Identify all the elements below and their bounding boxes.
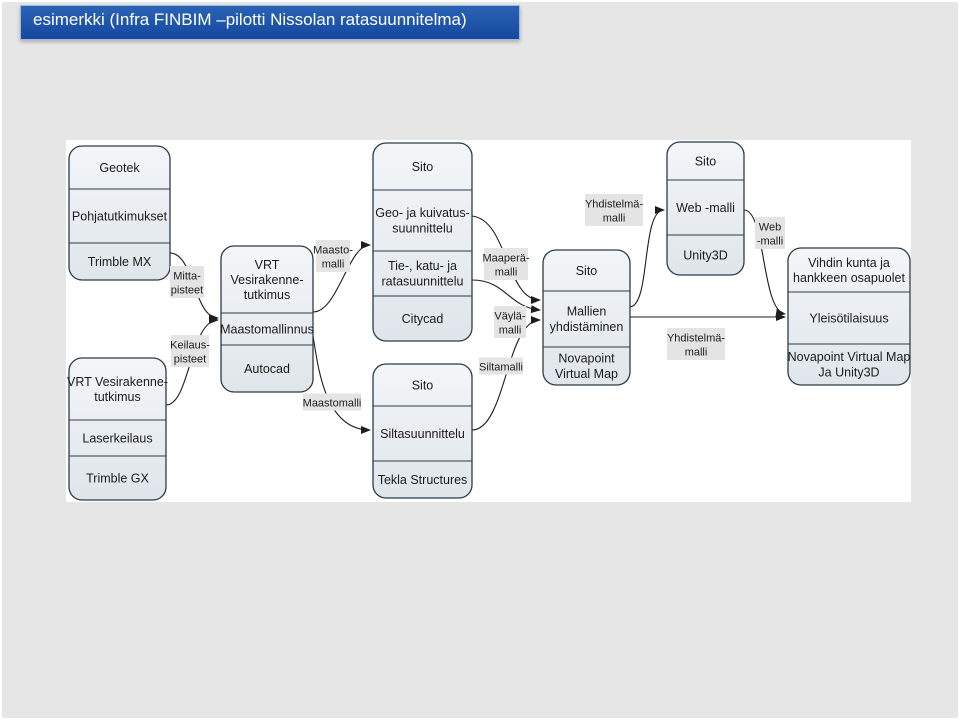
edge-label-mittapisteet: Mitta-pisteet xyxy=(170,266,204,298)
edge-label-bg xyxy=(303,393,361,411)
edge-label-text: Maastomalli xyxy=(303,397,362,409)
node-row: Pohjatutkimukset xyxy=(72,209,168,223)
edge-label-text: Maaperä-malli xyxy=(482,252,529,278)
edge-label-yhdistelmamalli-top: Yhdistelmä-malli xyxy=(585,194,643,226)
edge-label-maaperamalli: Maaperä-malli xyxy=(482,248,530,280)
node-row: Tekla Structures xyxy=(378,473,468,487)
diagram-canvas xyxy=(66,140,911,502)
node-header: Sito xyxy=(576,264,598,278)
node-box xyxy=(372,142,473,342)
slide-title: esimerkki (Infra FINBIM –pilotti Nissola… xyxy=(33,10,467,29)
title-bar: esimerkki (Infra FINBIM –pilotti Nissola… xyxy=(20,5,520,40)
node-box xyxy=(787,247,911,386)
node-row: Web -malli xyxy=(676,201,735,215)
node-box xyxy=(68,357,167,501)
node-row: Trimble GX xyxy=(86,471,149,485)
edge-label-text: Mitta-pisteet xyxy=(171,270,203,296)
edge-label-bg xyxy=(171,335,209,367)
node-header: Sito xyxy=(412,160,434,174)
edge-label-keilauspisteet: Keilaus-pisteet xyxy=(170,335,210,367)
edge-label-bg xyxy=(667,328,725,360)
node-box xyxy=(220,245,314,393)
node-box xyxy=(68,145,171,281)
node-header: Sito xyxy=(695,154,717,168)
edge-label-text: Yhdistelmä-malli xyxy=(667,332,725,358)
edge-sitobottom-to-merge xyxy=(471,316,541,431)
edge-label-bg xyxy=(170,266,204,298)
title-bar-fill xyxy=(21,6,519,39)
node-box xyxy=(666,141,745,276)
node-header: Sito xyxy=(412,378,434,392)
edge-label-text: Web-malli xyxy=(757,221,783,247)
node-row: Geo- ja kuivatus-suunnittelu xyxy=(375,206,469,236)
edge-label-siltamalli: Siltamalli xyxy=(479,357,523,375)
node-row: Unity3D xyxy=(683,248,727,262)
edge-label-webmalli: Web-malli xyxy=(755,217,785,249)
node-vrt-survey: VRT Vesirakenne-tutkimusLaserkeilausTrim… xyxy=(67,357,168,501)
node-header: VRT Vesirakenne-tutkimus xyxy=(67,375,168,404)
edge-label-text: Väylä-malli xyxy=(494,310,526,336)
edge-label-vaylamalli: Väylä-malli xyxy=(494,306,526,338)
edge-label-text: Maasto-malli xyxy=(313,244,353,270)
node-row: Trimble MX xyxy=(88,255,152,269)
edge-sitotop-to-merge-2 xyxy=(471,279,541,314)
edge-label-maastomalli-bottom: Maastomalli xyxy=(303,393,362,411)
edge-label-text: Yhdistelmä-malli xyxy=(585,198,643,224)
edge-vrt-to-sito-top xyxy=(312,241,371,313)
edge-label-text: Keilaus-pisteet xyxy=(170,339,210,365)
edge-label-yhdistelmamalli-mid: Yhdistelmä-malli xyxy=(667,328,725,360)
edge-label-bg xyxy=(494,306,526,338)
edge-label-bg xyxy=(585,194,643,226)
edge-merge-to-web xyxy=(629,206,665,308)
node-box xyxy=(372,363,473,499)
edge-label-bg xyxy=(484,248,528,280)
node-header: Geotek xyxy=(99,161,140,175)
edge-label-text: Siltamalli xyxy=(479,361,523,373)
node-row: Yleisötilaisuus xyxy=(809,311,888,325)
edge-web-to-vihti xyxy=(743,209,786,317)
edge-label-bg xyxy=(755,217,785,249)
node-row: Siltasuunnittelu xyxy=(380,427,465,441)
node-row: Maastomallinnus xyxy=(220,322,314,336)
edge-label-bg xyxy=(316,240,350,272)
edge-label-maastomalli-top: Maasto-malli xyxy=(313,240,353,272)
edge-label-bg xyxy=(479,357,523,375)
node-row: Citycad xyxy=(402,312,444,326)
node-row: Autocad xyxy=(244,362,290,376)
node-row: Laserkeilaus xyxy=(82,431,152,445)
node-box xyxy=(542,249,631,386)
